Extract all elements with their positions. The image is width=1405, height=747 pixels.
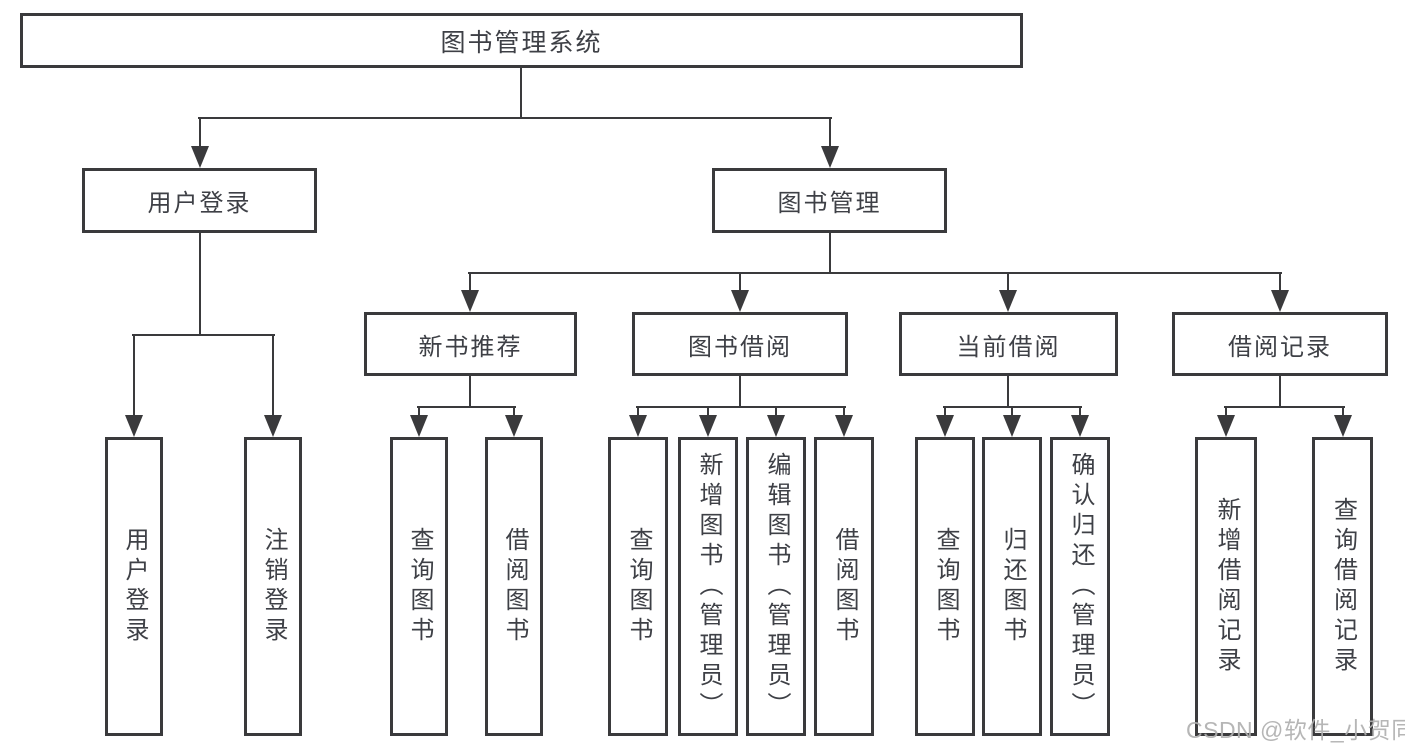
- node-book-borrowing: 图书借阅: [632, 312, 848, 376]
- leaf-add-borrow-record-label: 新增借阅记录: [1213, 496, 1240, 677]
- node-current-borrowing-label: 当前借阅: [956, 333, 1061, 361]
- leaf-search-books-recommend: 查询图书: [390, 437, 448, 736]
- node-book-management: 图书管理: [712, 168, 947, 233]
- node-borrowing-records-label: 借阅记录: [1228, 333, 1332, 361]
- node-book-borrowing-label: 图书借阅: [688, 333, 792, 361]
- node-user-login-label: 用户登录: [147, 190, 252, 217]
- node-user-login: 用户登录: [82, 168, 317, 233]
- node-borrowing-records: 借阅记录: [1172, 312, 1388, 376]
- leaf-user-login: 用户登录: [105, 437, 163, 736]
- node-current-borrowing: 当前借阅: [899, 312, 1118, 376]
- leaf-edit-books-admin: 编辑图书（管理员）: [746, 437, 806, 736]
- leaf-confirm-return-admin-label: 确认归还（管理员）: [1067, 451, 1094, 722]
- node-new-book-recommend-label: 新书推荐: [418, 333, 523, 361]
- leaf-search-borrow-record-label: 查询借阅记录: [1329, 496, 1357, 677]
- arrowheads: [125, 146, 1352, 437]
- node-book-management-label: 图书管理: [777, 190, 882, 217]
- leaf-search-books-recommend-label: 查询图书: [406, 526, 433, 647]
- leaf-add-books-admin-label: 新增图书（管理员）: [695, 451, 722, 722]
- leaf-search-books-borrowing-label: 查询图书: [625, 526, 652, 647]
- leaf-return-books-label: 归还图书: [999, 526, 1026, 647]
- leaf-add-borrow-record: 新增借阅记录: [1195, 437, 1257, 736]
- leaf-logout: 注销登录: [244, 437, 302, 736]
- leaf-search-borrow-record: 查询借阅记录: [1312, 437, 1373, 736]
- node-root: 图书管理系统: [20, 13, 1023, 68]
- leaf-confirm-return-admin: 确认归还（管理员）: [1050, 437, 1110, 736]
- leaf-borrow-books-borrowing-label: 借阅图书: [831, 526, 858, 647]
- leaf-user-login-label: 用户登录: [121, 526, 148, 647]
- leaf-borrow-books-recommend: 借阅图书: [485, 437, 543, 736]
- leaf-search-books-current-label: 查询图书: [932, 526, 959, 647]
- leaf-add-books-admin: 新增图书（管理员）: [678, 437, 738, 736]
- leaf-borrow-books-borrowing: 借阅图书: [814, 437, 874, 736]
- leaf-search-books-borrowing: 查询图书: [608, 437, 668, 736]
- watermark: CSDN @软件_小贺同学: [1186, 717, 1405, 743]
- node-root-label: 图书管理系统: [440, 28, 603, 57]
- node-new-book-recommend: 新书推荐: [364, 312, 577, 376]
- leaf-return-books: 归还图书: [982, 437, 1042, 736]
- leaf-search-books-current: 查询图书: [915, 437, 975, 736]
- leaf-borrow-books-recommend-label: 借阅图书: [501, 526, 528, 647]
- leaf-edit-books-admin-label: 编辑图书（管理员）: [763, 451, 790, 722]
- leaf-logout-label: 注销登录: [260, 526, 287, 647]
